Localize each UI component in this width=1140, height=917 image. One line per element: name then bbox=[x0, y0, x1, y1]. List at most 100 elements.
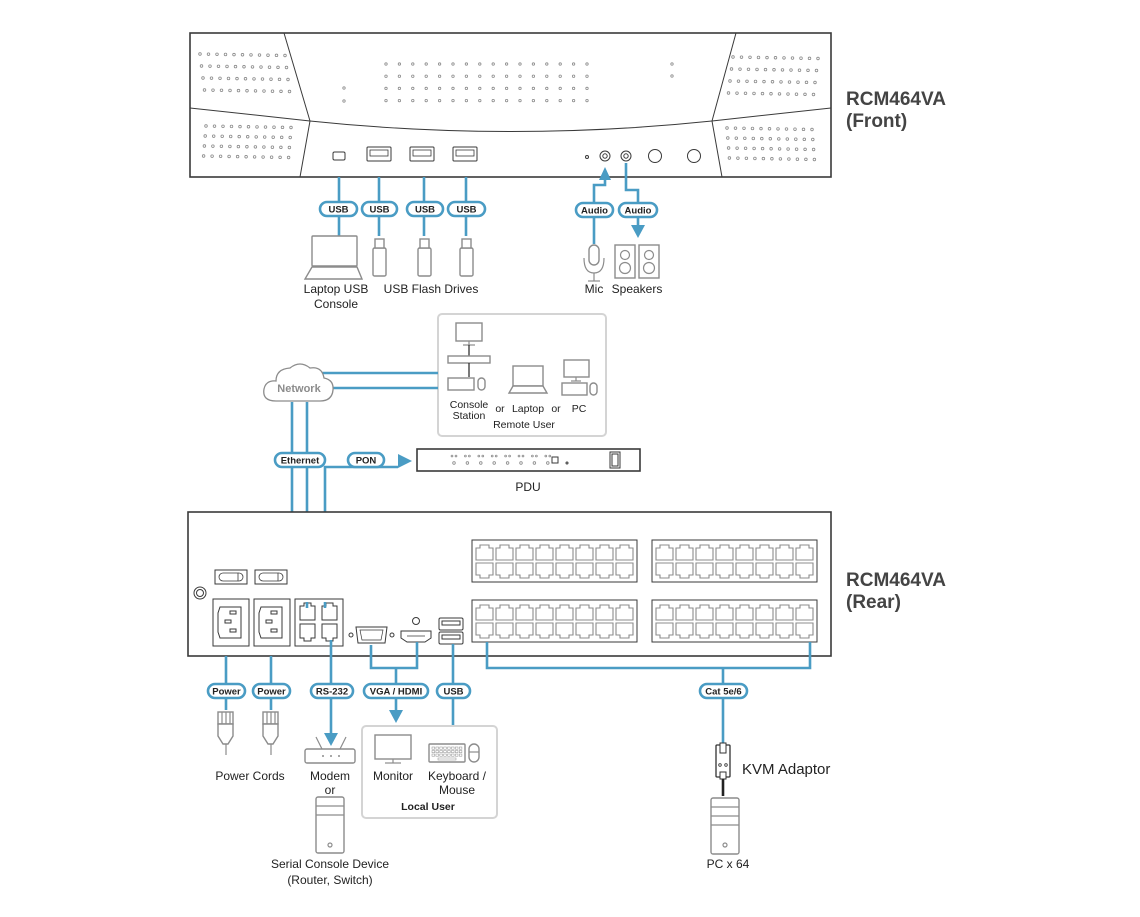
rj45-port bbox=[515, 622, 534, 639]
rj45-port bbox=[615, 604, 634, 621]
rj45-port bbox=[695, 562, 714, 579]
network-cloud-icon: Network bbox=[263, 363, 334, 402]
rj45-port bbox=[555, 544, 574, 561]
rj45-port bbox=[675, 604, 694, 621]
keyboard-mouse-label-line2: Mouse bbox=[439, 783, 475, 797]
rj45-port bbox=[715, 562, 734, 579]
remote-laptop-icon bbox=[507, 365, 549, 394]
usb-port bbox=[452, 146, 478, 162]
rj45-port bbox=[775, 544, 794, 561]
rj45-port bbox=[695, 604, 714, 621]
mic-label: Mic bbox=[585, 282, 604, 296]
front-panel bbox=[189, 32, 832, 178]
lan-cables bbox=[305, 602, 327, 608]
mic-jack bbox=[599, 150, 611, 162]
pdu-label: PDU bbox=[515, 480, 540, 494]
power-socket bbox=[212, 598, 250, 647]
rj45-port bbox=[495, 562, 514, 579]
rj45-port bbox=[755, 562, 774, 579]
svg-text:USB: USB bbox=[328, 205, 348, 216]
rj45-port bbox=[495, 622, 514, 639]
network-label: Network bbox=[277, 383, 321, 395]
rj45-port bbox=[755, 622, 774, 639]
rj45-port bbox=[735, 544, 754, 561]
microphone-icon bbox=[583, 244, 605, 282]
cat-cable-label: Cat 5e/6 bbox=[698, 682, 749, 700]
rj45-port bbox=[515, 562, 534, 579]
rj45-port bbox=[535, 622, 554, 639]
rj45-port bbox=[575, 544, 594, 561]
rj45-port bbox=[795, 622, 814, 639]
usb-cable-label: USB bbox=[360, 200, 399, 218]
usb-port bbox=[409, 146, 435, 162]
power-cable-label: Power bbox=[206, 682, 247, 700]
rj45-port bbox=[575, 604, 594, 621]
kvm-port-bank bbox=[471, 539, 638, 583]
laptop-icon bbox=[303, 235, 364, 280]
rj45-port bbox=[475, 544, 494, 561]
modem-label: Modem bbox=[310, 769, 350, 783]
svg-text:Audio: Audio bbox=[625, 206, 652, 217]
remote-pc-icon bbox=[561, 359, 598, 396]
button-icon bbox=[687, 149, 701, 163]
svg-text:RS-232: RS-232 bbox=[316, 687, 348, 698]
power-cord-icon bbox=[262, 711, 279, 755]
rj45-port bbox=[555, 562, 574, 579]
rj45-port bbox=[615, 562, 634, 579]
power-cable-label: Power bbox=[251, 682, 292, 700]
power-switch bbox=[214, 569, 248, 585]
rj45-port bbox=[535, 604, 554, 621]
pc-count-label: PC x 64 bbox=[707, 857, 750, 871]
rj45-port bbox=[795, 544, 814, 561]
rj45-port bbox=[715, 544, 734, 561]
svg-text:Cat 5e/6: Cat 5e/6 bbox=[705, 687, 741, 698]
rj45-port bbox=[735, 604, 754, 621]
rj45-port bbox=[615, 622, 634, 639]
rj45-port bbox=[755, 604, 774, 621]
rj45-port bbox=[555, 604, 574, 621]
kvm-port-bank bbox=[651, 539, 818, 583]
rs232-cable-label: RS-232 bbox=[309, 682, 355, 700]
laptop-label: Laptop bbox=[512, 403, 544, 415]
power-cords-label: Power Cords bbox=[215, 769, 284, 783]
rear-device-subtitle: (Rear) bbox=[846, 592, 901, 613]
rj45-port bbox=[615, 544, 634, 561]
rj45-port bbox=[495, 544, 514, 561]
rj45-port bbox=[475, 622, 494, 639]
speaker-jack bbox=[620, 150, 632, 162]
svg-text:USB: USB bbox=[369, 205, 389, 216]
or-label: or bbox=[551, 403, 561, 415]
rj45-port bbox=[675, 622, 694, 639]
vga-hdmi-cable-label: VGA / HDMI bbox=[362, 682, 430, 700]
rj45-port bbox=[595, 544, 614, 561]
console-station-label-line2: Station bbox=[453, 410, 486, 422]
rj45-port bbox=[555, 622, 574, 639]
serial-console-label-line2: (Router, Switch) bbox=[287, 873, 372, 887]
mini-usb-port bbox=[332, 151, 346, 161]
audio-cable-label: Audio bbox=[617, 201, 659, 219]
rj45-port bbox=[475, 562, 494, 579]
laptop-label: Laptop USB bbox=[304, 282, 369, 296]
pc-label: PC bbox=[572, 403, 587, 415]
rj45-port bbox=[595, 622, 614, 639]
laptop-label-line2: Console bbox=[314, 297, 358, 311]
front-device-subtitle: (Front) bbox=[846, 111, 907, 132]
rj45-port bbox=[535, 544, 554, 561]
or-label: or bbox=[495, 403, 505, 415]
serial-console-label: Serial Console Device bbox=[271, 857, 389, 871]
svg-text:Power: Power bbox=[257, 687, 286, 698]
rj45-port bbox=[775, 604, 794, 621]
audio-cable-label: Audio bbox=[574, 201, 615, 219]
rj45-port bbox=[675, 544, 694, 561]
rj45-port bbox=[795, 562, 814, 579]
keyboard-mouse-label: Keyboard / bbox=[428, 769, 487, 783]
rj45-port bbox=[595, 562, 614, 579]
local-user-label: Local User bbox=[401, 801, 455, 813]
vga-port bbox=[348, 626, 395, 644]
usb-cable-label: USB bbox=[435, 682, 472, 700]
rj45-port bbox=[535, 562, 554, 579]
rj45-port bbox=[655, 544, 674, 561]
rj45-port bbox=[755, 544, 774, 561]
usb-flash-drive-icon bbox=[459, 238, 474, 277]
